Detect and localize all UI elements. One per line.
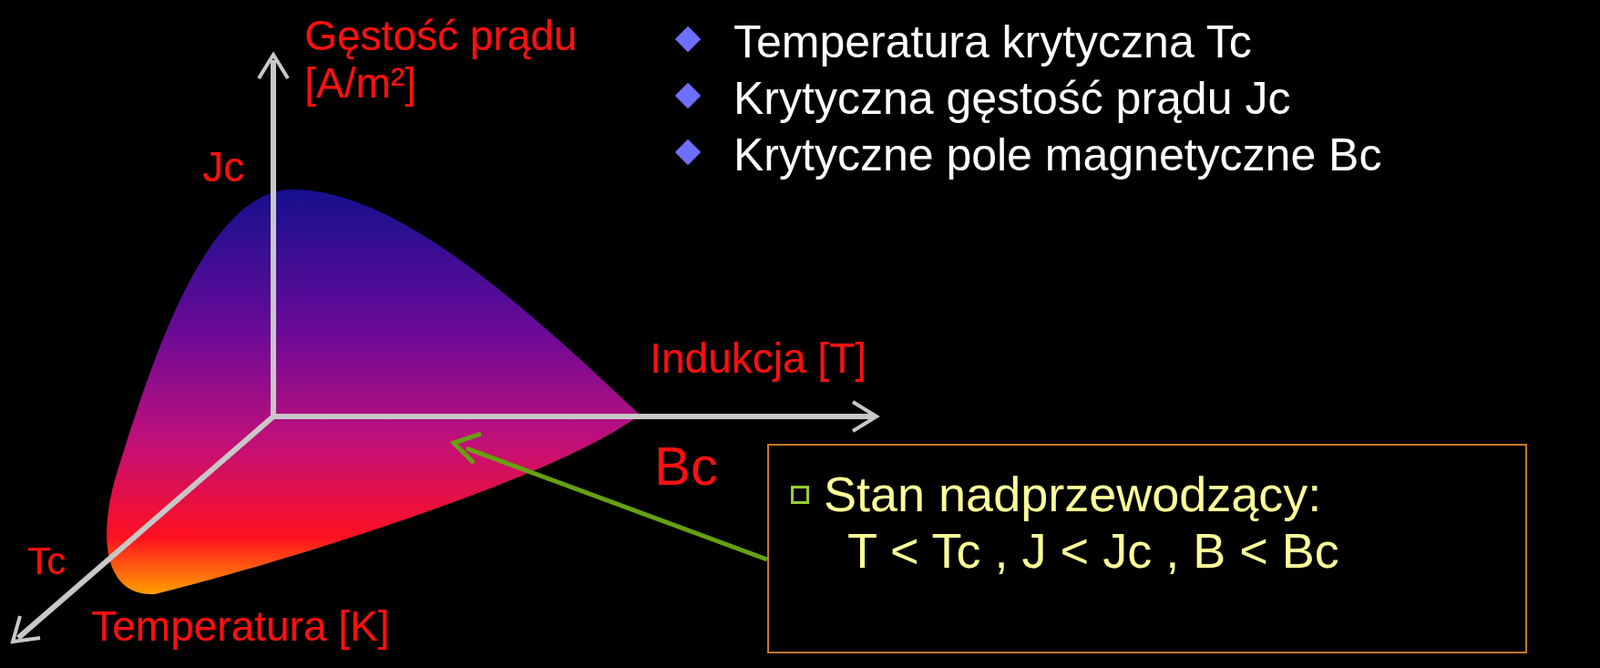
square-bullet bbox=[790, 485, 810, 504]
axis-symbol-text: Jc bbox=[202, 143, 245, 191]
axis-symbol: Bc bbox=[654, 435, 718, 497]
bullet-item: Temperatura krytyczna Tc bbox=[678, 16, 1252, 68]
axis-label: Indukcja [T] bbox=[649, 335, 867, 383]
bullet-item: Krytyczna gęstość prądu Jc bbox=[678, 72, 1291, 124]
condition-box: Stan nadprzewodzący:T < Tc , J < Jc , B … bbox=[767, 443, 1528, 654]
box-heading: Stan nadprzewodzący: bbox=[823, 466, 1322, 522]
axis-label: Temperatura [K] bbox=[91, 603, 390, 651]
axis-symbol-text: Tc bbox=[27, 539, 66, 583]
critical-surface bbox=[106, 189, 640, 595]
axis-symbol: Jc bbox=[202, 143, 245, 192]
callout-arrow bbox=[453, 433, 768, 560]
bullet-item-text: Temperatura krytyczna Tc bbox=[733, 16, 1252, 68]
axis-symbol: Tc bbox=[27, 539, 66, 583]
bullet-marker bbox=[675, 139, 701, 165]
bullet-marker bbox=[675, 26, 701, 52]
axis-label-text: Indukcja [T] bbox=[649, 334, 867, 382]
axis-label-text: Gęstość prądu [A/m²] bbox=[304, 11, 577, 107]
box-condition: T < Tc , J < Jc , B < Bc bbox=[847, 523, 1340, 578]
bullet-marker bbox=[675, 82, 701, 109]
axis-label: Gęstość prądu [A/m²] bbox=[304, 12, 578, 107]
axis-label-text: Temperatura [K] bbox=[91, 602, 390, 650]
bullet-item-text: Krytyczna gęstość prądu Jc bbox=[733, 72, 1291, 124]
bullet-item: Krytyczne pole magnetyczne Bc bbox=[678, 129, 1382, 181]
bullet-item-text: Krytyczne pole magnetyczne Bc bbox=[733, 129, 1382, 181]
axis-symbol-text: Bc bbox=[654, 435, 718, 497]
